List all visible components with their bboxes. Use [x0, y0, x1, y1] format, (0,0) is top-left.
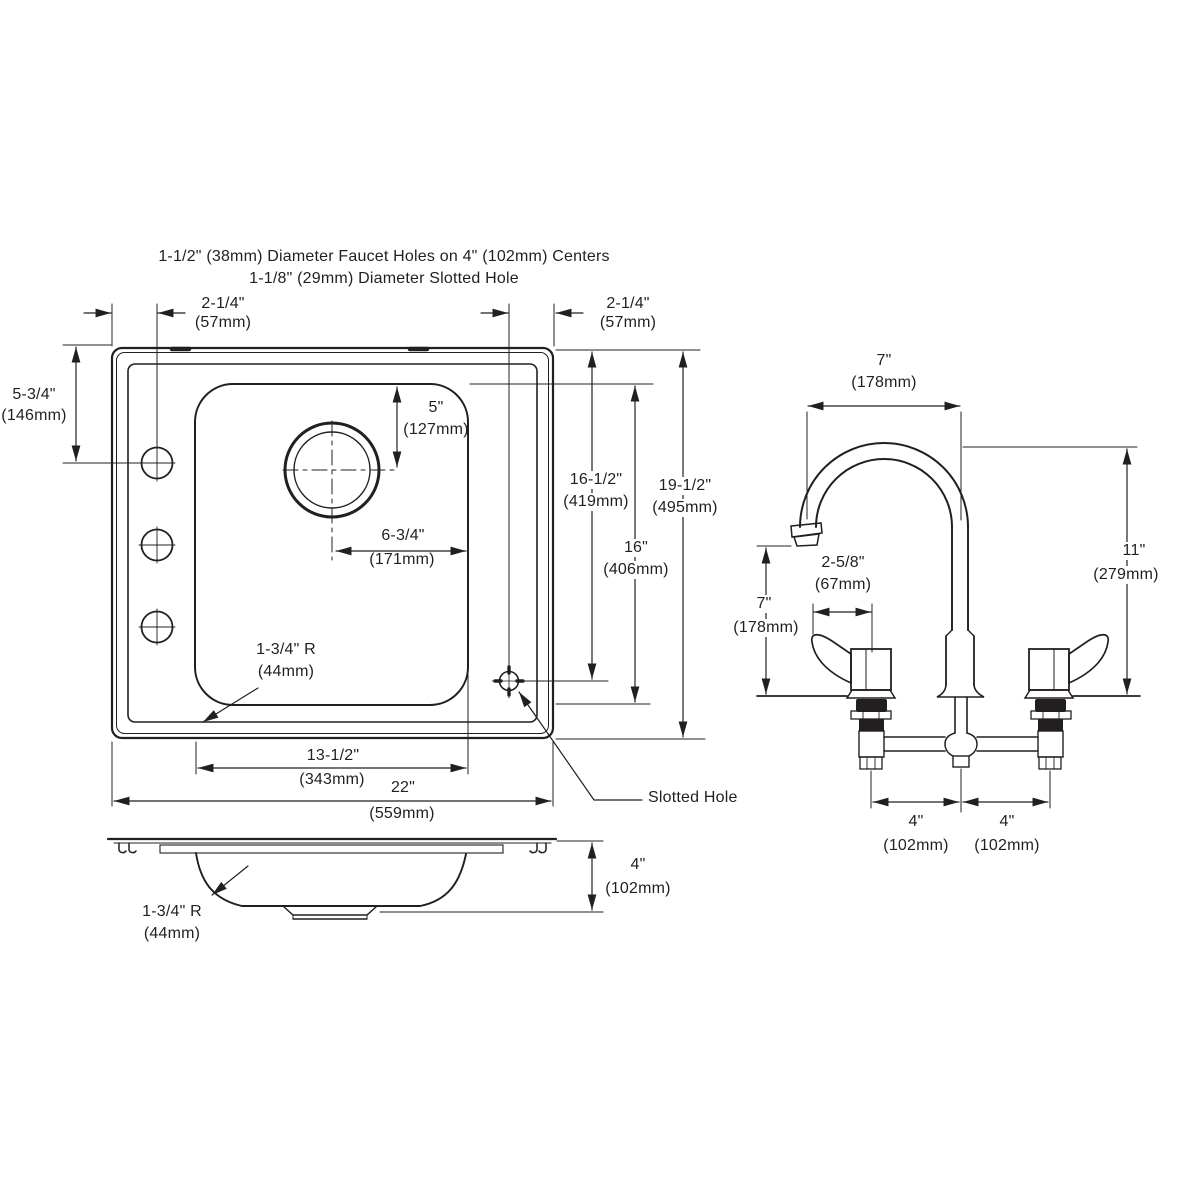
spout-outer-arc	[799, 442, 969, 528]
dim-bowl-depth-in: 4"	[630, 856, 646, 873]
dim-plan-radius-in: 1-3/4" R	[256, 641, 316, 658]
dim-drain-right-in: 6-3/4"	[381, 527, 425, 544]
dim-spout-clearance-in: 7"	[754, 595, 774, 613]
spout-inner-arc	[815, 458, 953, 528]
dim-drain-top-in: 5"	[428, 399, 444, 416]
dim-overall-width-mm: (559mm)	[369, 805, 435, 822]
dim-spout-height-mm: (279mm)	[1091, 566, 1161, 584]
bowl-outline	[194, 383, 469, 706]
center-tailpiece	[952, 755, 970, 768]
dim-bowl-length-in: 16"	[621, 539, 651, 557]
dim-spout-reach-mm: (178mm)	[851, 374, 917, 391]
slotted-hole-label: Slotted Hole	[648, 789, 738, 806]
dim-slot-depth-mm: (419mm)	[561, 493, 631, 511]
sink-plan-view	[110, 346, 555, 740]
note-slotted-hole: 1-1/8" (29mm) Diameter Slotted Hole	[249, 270, 519, 287]
faucet-holes	[138, 446, 176, 646]
dim-handle-length-mm: (67mm)	[814, 576, 872, 593]
right-shank	[1030, 699, 1072, 770]
dim-plan-radius-mm: (44mm)	[257, 663, 315, 680]
right-handle-lever	[1068, 633, 1110, 685]
dim-overall-depth-mm: (495mm)	[650, 499, 720, 517]
sink-side-view	[106, 837, 604, 920]
dim-handle-length-in: 2-5/8"	[821, 554, 865, 571]
dim-spout-height-in: 11"	[1120, 542, 1148, 560]
drain-hole	[282, 420, 400, 561]
dim-drain-top-mm: (127mm)	[403, 421, 469, 438]
dim-left-spacing-mm: (102mm)	[883, 837, 949, 854]
dim-first-hole-mm: (146mm)	[1, 407, 67, 424]
dim-bowl-width-mm: (343mm)	[299, 771, 365, 788]
dim-right-offset-mm: (57mm)	[599, 314, 657, 331]
dim-spout-reach-in: 7"	[876, 352, 892, 369]
dim-bowl-length-mm: (406mm)	[601, 561, 671, 579]
faucet-dimension-lines	[756, 401, 1138, 813]
left-handle-lever	[810, 633, 852, 685]
dim-left-offset-in: 2-1/4"	[201, 295, 245, 312]
dim-overall-width-in: 22"	[390, 779, 416, 796]
dim-left-spacing-in: 4"	[908, 813, 924, 830]
dim-slot-depth-in: 16-1/2"	[567, 471, 625, 489]
dim-right-spacing-mm: (102mm)	[974, 837, 1040, 854]
dim-side-radius-in: 1-3/4" R	[142, 903, 202, 920]
dim-first-hole-in: 5-3/4"	[12, 386, 56, 403]
dim-drain-right-mm: (171mm)	[369, 551, 435, 568]
spout-tip	[790, 522, 823, 538]
slotted-hole	[491, 663, 527, 699]
supply-pipe	[883, 736, 1039, 752]
note-faucet-holes: 1-1/2" (38mm) Diameter Faucet Holes on 4…	[158, 248, 610, 265]
dim-right-offset-in: 2-1/4"	[606, 295, 650, 312]
dim-bowl-depth-mm: (102mm)	[605, 880, 671, 897]
dim-bowl-width-in: 13-1/2"	[306, 747, 360, 764]
dim-left-offset-mm: (57mm)	[194, 314, 252, 331]
dim-overall-depth-in: 19-1/2"	[656, 477, 714, 495]
faucet-side-view	[756, 442, 1141, 770]
dim-spout-clearance-mm: (178mm)	[731, 619, 801, 637]
left-handle	[810, 633, 897, 699]
dim-side-radius-mm: (44mm)	[143, 925, 201, 942]
left-shank	[850, 699, 892, 770]
right-handle	[1023, 633, 1110, 699]
dim-right-spacing-in: 4"	[999, 813, 1015, 830]
